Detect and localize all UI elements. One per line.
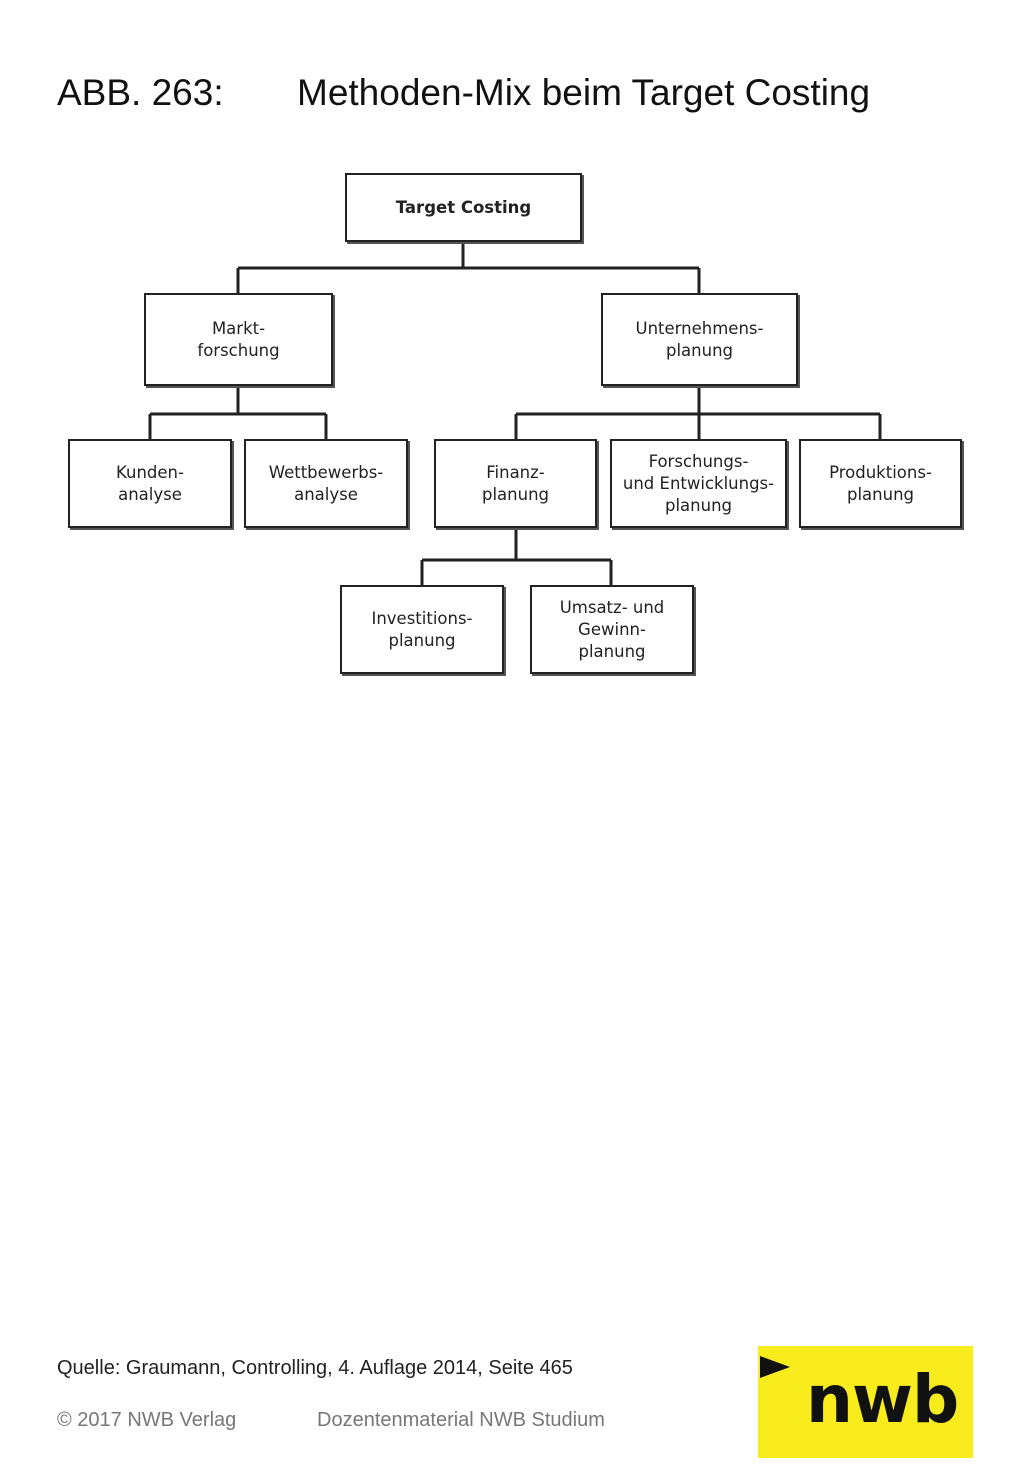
node-kundenanalyse: Kunden- analyse <box>68 439 232 528</box>
footer-material: Dozentenmaterial NWB Studium <box>317 1409 605 1431</box>
node-forschung-entwicklung: Forschungs- und Entwicklungs- planung <box>610 439 787 528</box>
node-produktionsplanung: Produktions- planung <box>799 439 962 528</box>
node-investitionsplanung: Investitions- planung <box>340 585 504 674</box>
play-arrow-icon <box>760 1356 790 1378</box>
node-marktforschung: Markt- forschung <box>144 293 333 386</box>
figure-number: ABB. 263: <box>57 72 224 113</box>
nwb-logo: nwb <box>758 1346 973 1458</box>
node-finanzplanung: Finanz- planung <box>434 439 597 528</box>
source-citation: Quelle: Graumann, Controlling, 4. Auflag… <box>57 1357 573 1379</box>
logo-wordmark: nwb <box>806 1361 959 1438</box>
page-title: ABB. 263: Methoden-Mix beim Target Costin… <box>57 72 870 114</box>
node-umsatz-gewinnplanung: Umsatz- und Gewinn- planung <box>530 585 694 674</box>
footer-copyright: © 2017 NWB Verlag <box>57 1409 237 1431</box>
node-unternehmensplanung: Unternehmens- planung <box>601 293 798 386</box>
node-target-costing: Target Costing <box>345 173 582 242</box>
node-wettbewerbsanalyse: Wettbewerbs- analyse <box>244 439 408 528</box>
figure-title: Methoden-Mix beim Target Costing <box>297 72 871 113</box>
